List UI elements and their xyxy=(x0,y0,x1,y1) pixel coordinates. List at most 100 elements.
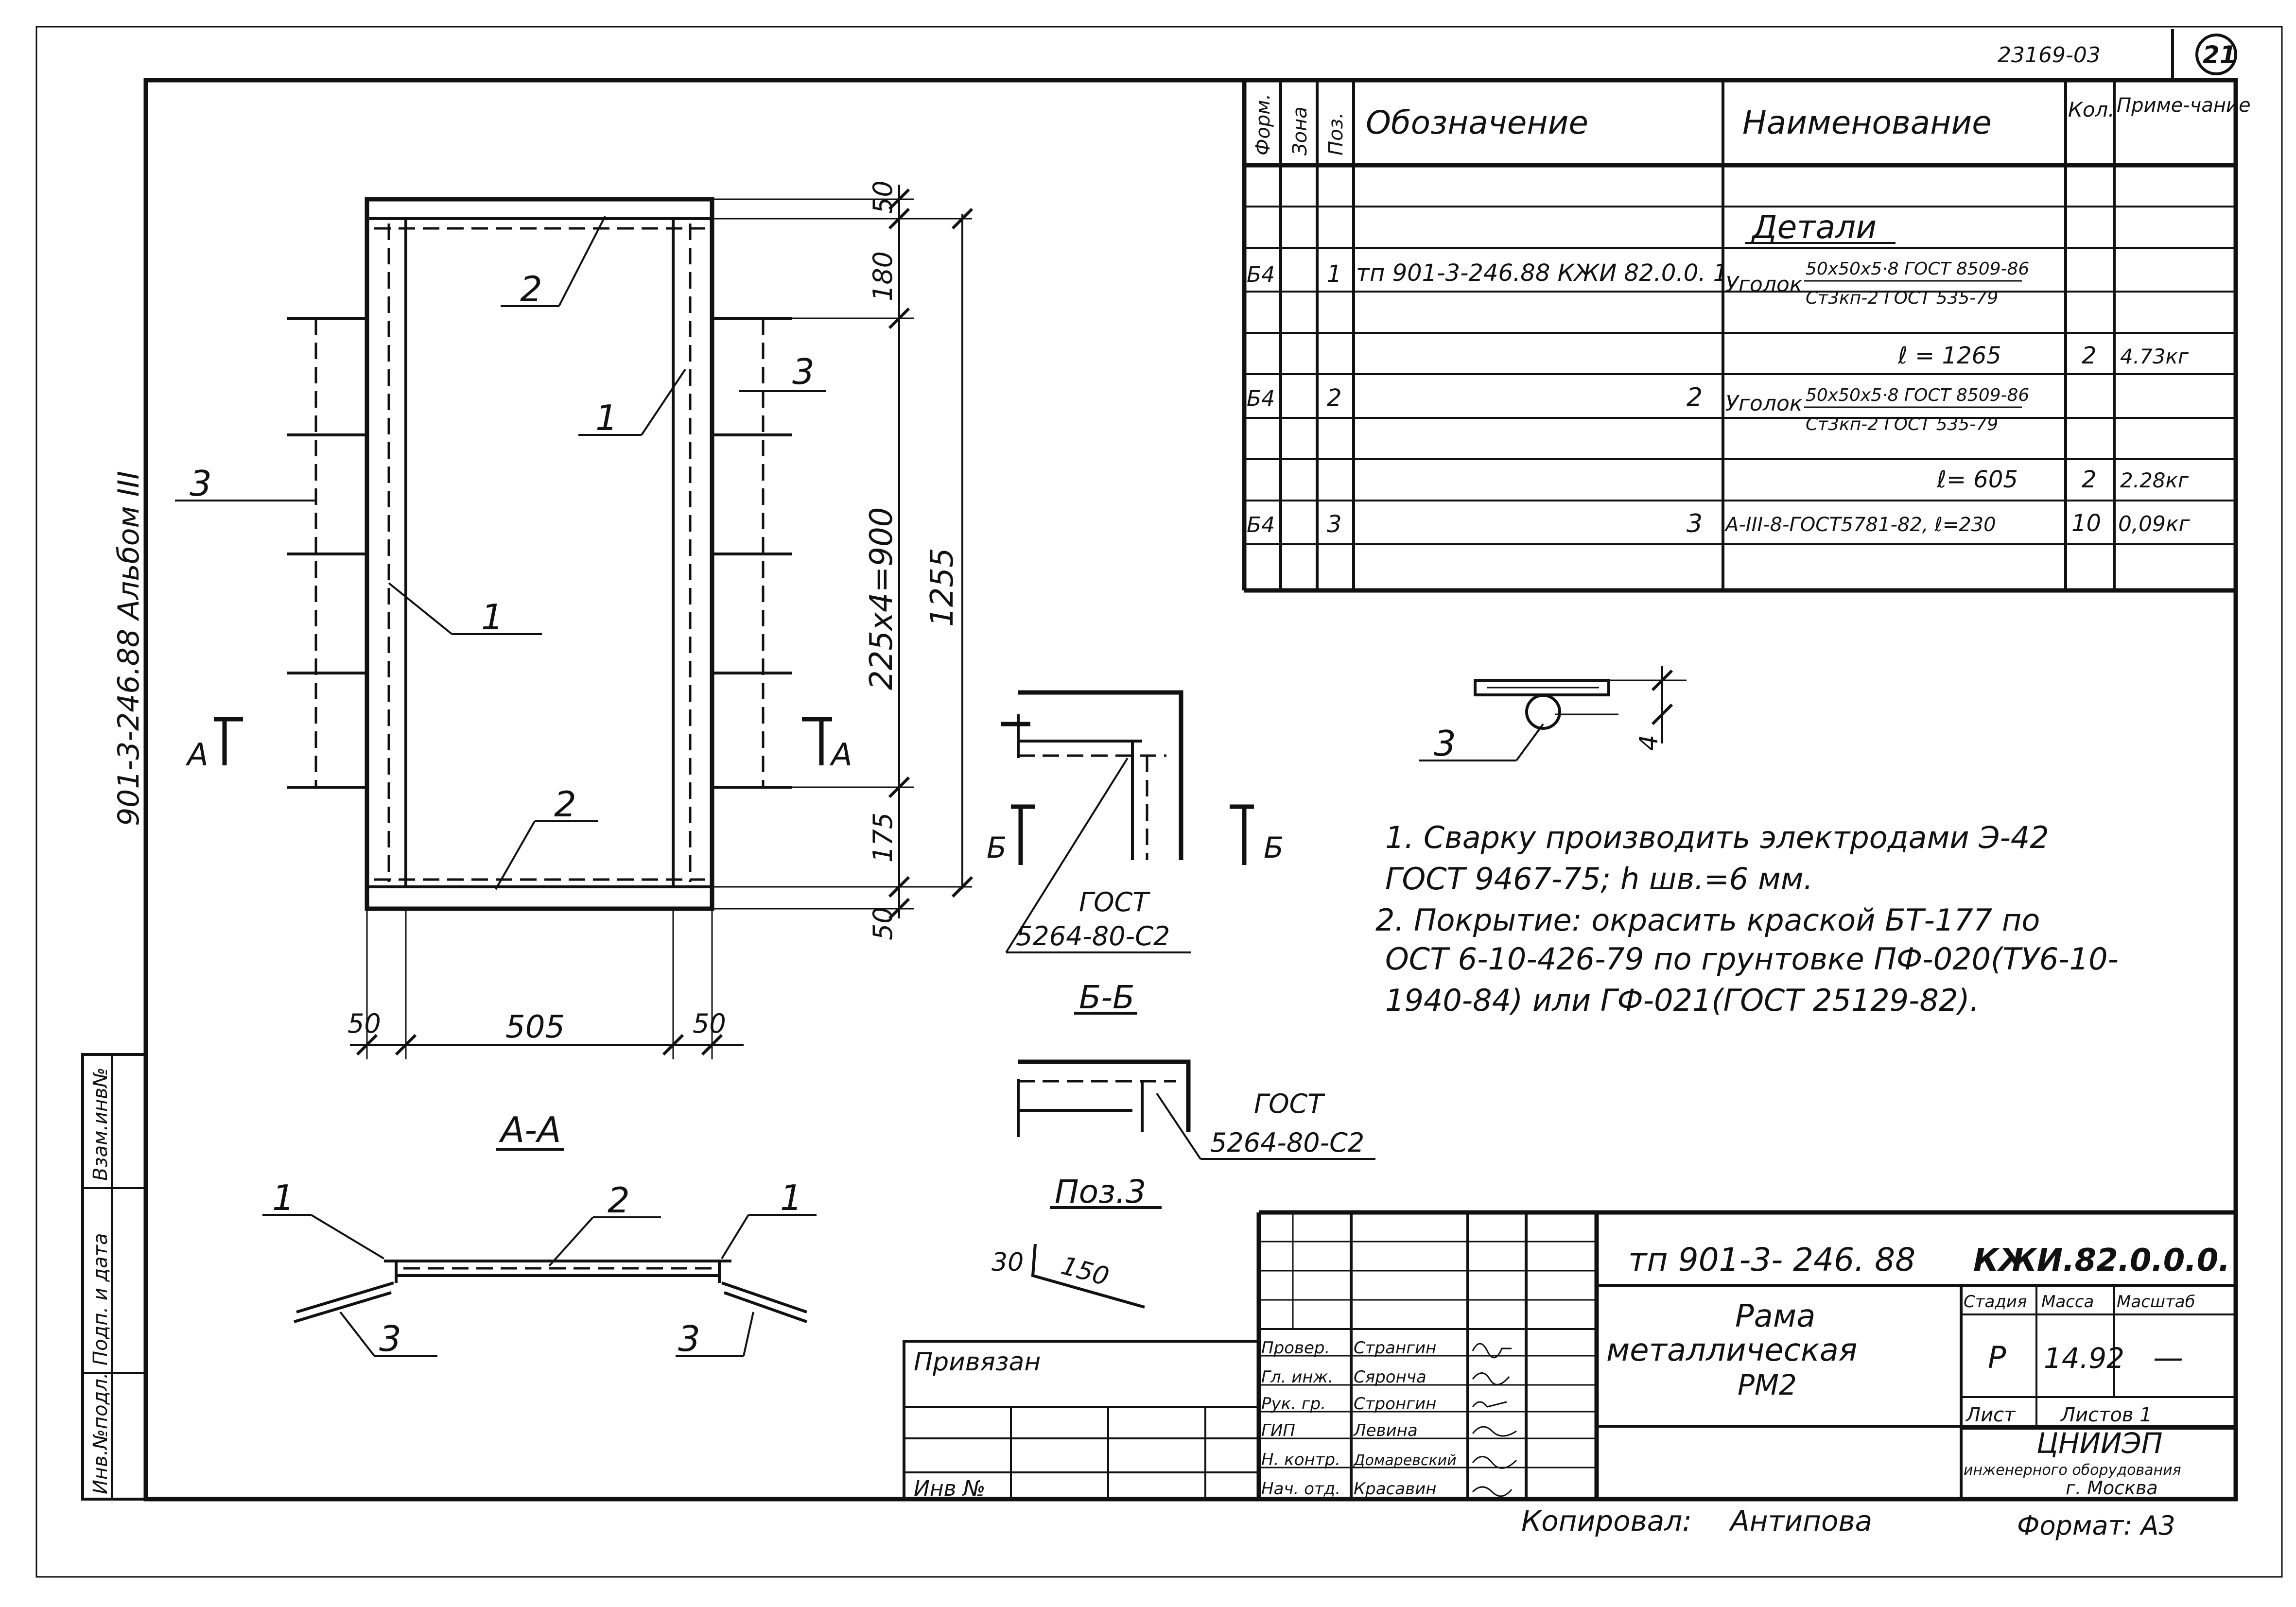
pos3-detail: Поз.3 30 150 xyxy=(991,1173,1162,1309)
scale-value: — xyxy=(2153,1340,2183,1375)
section-bb: Б Б ГОСТ 5264-80-С2 Б-Б xyxy=(987,690,1284,1016)
cut-a-right: А xyxy=(829,737,852,773)
leader-1-right: 1 xyxy=(595,397,618,438)
aa-label-3b: 3 xyxy=(678,1318,700,1359)
anchor-weld-detail: 4 3 xyxy=(1419,666,1687,764)
section-aa: А-А 1 2 1 3 3 xyxy=(262,1109,817,1359)
dim-1255: 1255 xyxy=(924,548,960,627)
name-3: Стронгин xyxy=(1354,1394,1436,1414)
section-aa-title: А-А xyxy=(499,1109,561,1150)
bb-gost-2: 5264-80-С2 xyxy=(1016,921,1170,951)
role-4: ГИП xyxy=(1261,1421,1295,1440)
stage-value: Р xyxy=(1988,1340,2006,1375)
r4-qty: 2 xyxy=(2082,466,2097,493)
sheets-header: Листов 1 xyxy=(2060,1404,2152,1426)
r1-format: Б4 xyxy=(1247,262,1275,287)
th-designation: Обозначение xyxy=(1366,104,1588,141)
r1-name-b: 50x50x5·8 ГОСТ 8509-86 xyxy=(1806,259,2029,279)
name-5: Домаревский xyxy=(1353,1452,1457,1469)
r5-format: Б4 xyxy=(1247,513,1275,537)
r2-qty: 2 xyxy=(2082,342,2097,369)
th-pos: Поз. xyxy=(1325,112,1347,156)
title-line-2: металлическая xyxy=(1606,1332,1857,1368)
outer-border xyxy=(35,26,2283,1578)
dim-50-top: 50 xyxy=(868,180,898,214)
r3-name-c: Ст3кп-2 ГОСТ 535-79 xyxy=(1806,415,1998,434)
name-6: Красавин xyxy=(1354,1479,1436,1499)
weld-size: 4 xyxy=(1635,735,1664,751)
aa-label-2: 2 xyxy=(608,1180,630,1221)
dim-50-right: 50 xyxy=(693,1008,726,1039)
note-line-4: ОСТ 6-10-426-79 по грунтовке ПФ-020(ТУ6-… xyxy=(1385,941,2119,977)
note-line-1: 1. Сварку производить электродами Э-42 xyxy=(1385,820,2049,855)
note-line-2: ГОСТ 9467-75; h шв.=6 мм. xyxy=(1385,861,1813,897)
strip-inv: Инв.№подл. xyxy=(89,1372,112,1494)
bb-gost: ГОСТ xyxy=(1079,887,1150,917)
spec-section: Детали xyxy=(1751,208,1877,246)
copied-label: Копировал: xyxy=(1521,1504,1692,1538)
r5-pos: 3 xyxy=(1327,511,1342,538)
title-block: Привязан Инв № Провер. Гл. инж. Рук. гр.… xyxy=(903,1210,2236,1501)
pos3-title: Поз.3 xyxy=(1055,1173,1146,1210)
r1-pos: 1 xyxy=(1327,260,1342,288)
sheet-header: Лист xyxy=(1965,1404,2016,1426)
leader-3-left: 3 xyxy=(190,463,212,504)
org-city: г. Москва xyxy=(2066,1477,2158,1499)
title-line-1: Рама xyxy=(1735,1298,1815,1334)
mass-value: 14.92 xyxy=(2044,1342,2124,1375)
name-2: Сяронча xyxy=(1354,1367,1426,1387)
role-3: Рук. гр. xyxy=(1261,1394,1326,1414)
org-name: ЦНИИЭП xyxy=(2036,1427,2163,1460)
aa-label-1b: 1 xyxy=(780,1177,802,1218)
album-label: 901-3-246.88 Альбом III xyxy=(112,471,146,826)
section-bb-title: Б-Б xyxy=(1079,979,1134,1016)
r2-name: ℓ = 1265 xyxy=(1897,342,2001,369)
r5-name: А-III-8-ГОСТ5781-82, ℓ=230 xyxy=(1724,514,1996,536)
role-5: Н. контр. xyxy=(1261,1450,1340,1469)
drawing-code: КЖИ.82.0.0.0. xyxy=(1973,1243,2230,1279)
mass-header: Масса xyxy=(2041,1292,2094,1312)
dim-225x4: 225x4=900 xyxy=(864,507,900,690)
r3-name-a: Уголок xyxy=(1725,391,1803,416)
approval-strip: Инв.№подл. Подп. и дата Взам.инв№ xyxy=(81,1053,147,1501)
dim-175: 175 xyxy=(868,812,898,863)
dim-50-bot: 50 xyxy=(868,907,898,940)
dim-180: 180 xyxy=(868,251,898,301)
role-2: Гл. инж. xyxy=(1261,1367,1333,1387)
doc-code: 23169-03 xyxy=(1998,43,2101,68)
name-4: Левина xyxy=(1353,1421,1418,1440)
lower-weld-detail: ГОСТ 5264-80-С2 xyxy=(1017,1059,1375,1160)
scale-header: Масштаб xyxy=(2117,1292,2195,1312)
sheet-number-circle xyxy=(2195,34,2237,75)
detail-gost-2: 5264-80-С2 xyxy=(1210,1127,1364,1158)
stage-header: Стадия xyxy=(1964,1292,2027,1312)
r3-format: Б4 xyxy=(1247,386,1275,411)
detail-gost: ГОСТ xyxy=(1254,1089,1325,1119)
r5-note: 0,09кг xyxy=(2118,512,2191,536)
cut-b-right: Б xyxy=(1264,831,1284,865)
note-line-3: 2. Покрытие: окрасить краской БТ-177 по xyxy=(1375,902,2040,938)
privyazan: Привязан xyxy=(914,1348,1041,1377)
title-line-3: РМ2 xyxy=(1738,1368,1797,1401)
cut-b-left: Б xyxy=(987,831,1007,865)
cut-a-left: А xyxy=(185,737,209,773)
spec-table: Форм. Зона Поз. Обозначение Наименование… xyxy=(1242,80,2251,593)
inv-no: Инв № xyxy=(914,1476,985,1501)
project-number: тп 901-3- 246. 88 xyxy=(1628,1241,1915,1279)
r1-designation: тп 901-3-246.88 КЖИ 82.0.0. 1 xyxy=(1356,259,1728,287)
aa-label-3a: 3 xyxy=(379,1318,401,1359)
note-line-5: 1940-84) или ГФ-021(ГОСТ 25129-82). xyxy=(1385,983,1979,1018)
notes: 1. Сварку производить электродами Э-42 Г… xyxy=(1375,820,2119,1018)
weld-label: 3 xyxy=(1434,723,1456,764)
r2-note: 4.73кг xyxy=(2120,345,2189,368)
strip-sign: Подп. и дата xyxy=(89,1233,112,1365)
org-name-2: инженерного оборудования xyxy=(1964,1462,2181,1479)
th-zone: Зона xyxy=(1289,106,1311,156)
dim-50-left: 50 xyxy=(348,1008,381,1039)
aa-label-1a: 1 xyxy=(272,1177,295,1218)
name-1: Странгин xyxy=(1354,1338,1436,1358)
r3-name-b: 50x50x5·8 ГОСТ 8509-86 xyxy=(1806,385,2029,405)
th-qty: Кол. xyxy=(2068,98,2115,121)
leader-2-bottom: 2 xyxy=(554,784,576,825)
r3-pos: 2 xyxy=(1327,384,1342,412)
